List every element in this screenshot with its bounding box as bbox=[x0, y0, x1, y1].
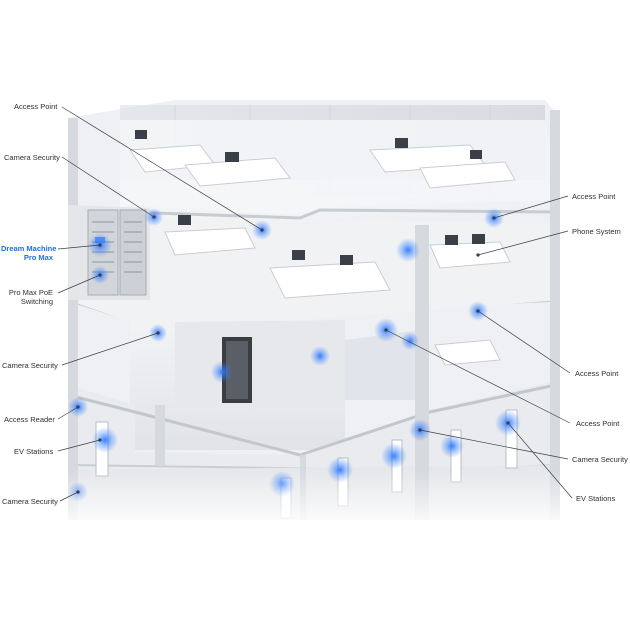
label-access-point: Access Point bbox=[14, 102, 58, 111]
monitors-top bbox=[135, 130, 482, 162]
label-phone-system: Phone System bbox=[572, 227, 621, 236]
meeting-tables bbox=[434, 339, 501, 366]
label-camera-security: Camera Security bbox=[572, 455, 628, 464]
label-dream-machine-line2: Pro Max bbox=[23, 253, 53, 262]
label-access-point: Access Point bbox=[575, 369, 619, 378]
label-pro-max-poe-switching: Pro Max PoE Switching bbox=[1, 288, 53, 306]
label-ev-stations: EV Stations bbox=[576, 494, 616, 503]
label-dream-machine-line1: Dream Machine bbox=[1, 244, 57, 253]
label-access-reader: Access Reader bbox=[4, 415, 55, 424]
label-dream-machine-pro-max: Dream Machine Pro Max bbox=[1, 244, 57, 262]
glass-partition bbox=[345, 330, 420, 400]
label-camera-security: Camera Security bbox=[2, 497, 58, 506]
room-front-wall bbox=[175, 320, 345, 405]
label-access-point: Access Point bbox=[572, 192, 616, 201]
floor-deck-first bbox=[68, 380, 560, 470]
floor-deck-top bbox=[120, 120, 560, 215]
office-desks-top bbox=[129, 144, 516, 189]
label-pro-max-poe-line1: Pro Max PoE bbox=[8, 288, 53, 297]
leader-lines bbox=[57, 106, 573, 502]
label-ev-stations: EV Stations bbox=[14, 447, 54, 456]
label-camera-security: Camera Security bbox=[4, 153, 60, 162]
label-access-point: Access Point bbox=[576, 419, 620, 428]
monitors-second bbox=[178, 215, 485, 265]
label-pro-max-poe-line2: Switching bbox=[20, 297, 53, 306]
label-camera-security: Camera Security bbox=[2, 361, 58, 370]
